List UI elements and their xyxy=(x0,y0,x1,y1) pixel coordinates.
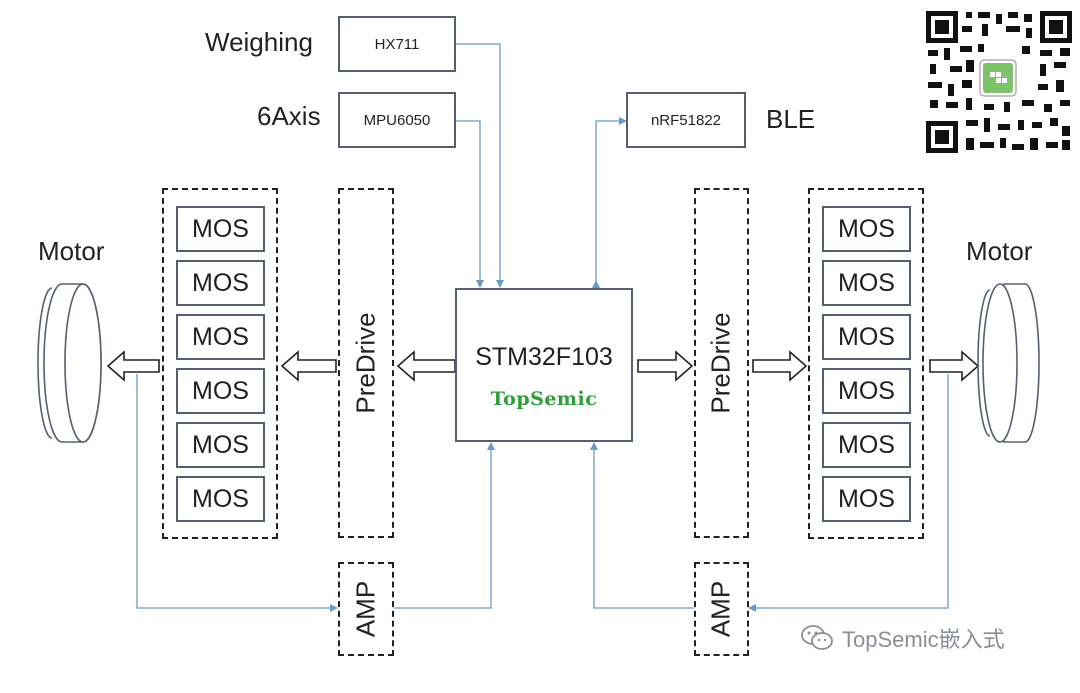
mpu6050-chip: MPU6050 xyxy=(338,92,456,148)
wire-right-amp-to-mcu xyxy=(590,442,694,609)
watermark-text: TopSemic嵌入式 xyxy=(842,627,1005,652)
mos-left-4: MOS xyxy=(176,368,265,414)
wire-mcu-nrf xyxy=(595,117,627,287)
wire-left-motor-to-amp xyxy=(136,374,338,612)
nrf51822-chip-label: nRF51822 xyxy=(650,111,722,129)
motor-right-label: Motor xyxy=(966,236,1033,266)
hollow-arrow-predrive-to-mos-right xyxy=(752,350,808,382)
wechat-icon xyxy=(801,625,833,650)
motor-right-cylinder xyxy=(977,283,1040,443)
mos-right-3-label: MOS xyxy=(838,322,895,351)
wire-hx711-to-mcu xyxy=(456,43,504,288)
mos-right-2: MOS xyxy=(822,260,911,306)
nrf51822-chip: nRF51822 xyxy=(626,92,746,148)
hollow-arrow-mos-to-motor-right xyxy=(929,350,980,382)
mos-right-5: MOS xyxy=(822,422,911,468)
mos-bank-left xyxy=(162,188,278,539)
mos-bank-right xyxy=(808,188,924,539)
hollow-arrow-mcu-to-predrive-left xyxy=(396,350,456,382)
weighing-label: Weighing xyxy=(205,27,313,57)
mos-left-1-label: MOS xyxy=(192,214,249,243)
predrive-left-block xyxy=(338,188,394,538)
mos-right-3: MOS xyxy=(822,314,911,360)
hollow-arrow-mos-to-motor-left xyxy=(106,350,160,382)
mos-left-6-label: MOS xyxy=(192,484,249,513)
mos-left-3: MOS xyxy=(176,314,265,360)
mos-right-6-label: MOS xyxy=(838,484,895,513)
mos-right-1: MOS xyxy=(822,206,911,252)
mos-right-5-label: MOS xyxy=(838,430,895,459)
mos-right-1-label: MOS xyxy=(838,214,895,243)
motor-left-cylinder xyxy=(37,283,102,443)
hx711-chip-label: HX711 xyxy=(374,35,420,53)
predrive-right-block xyxy=(694,188,749,538)
watermark: TopSemic嵌入式 xyxy=(800,622,1005,654)
predrive-right-label: PreDrive xyxy=(705,312,736,414)
hx711-chip: HX711 xyxy=(338,16,456,72)
mpu6050-chip-label: MPU6050 xyxy=(363,111,431,129)
amp-left-label: AMP xyxy=(350,580,381,638)
amp-left-block xyxy=(338,562,394,656)
mos-left-4-label: MOS xyxy=(192,376,249,405)
brand-label: TopSemic xyxy=(490,387,598,410)
wire-mpu6050-to-mcu xyxy=(456,120,484,288)
ble-label: BLE xyxy=(766,104,816,134)
qr-code xyxy=(922,8,1074,155)
amp-right-label: AMP xyxy=(705,580,736,638)
mos-left-5: MOS xyxy=(176,422,265,468)
mos-left-2-label: MOS xyxy=(192,268,249,297)
hollow-arrow-mcu-to-predrive-right xyxy=(637,350,694,382)
mos-left-1: MOS xyxy=(176,206,265,252)
mos-left-2: MOS xyxy=(176,260,265,306)
mos-right-4: MOS xyxy=(822,368,911,414)
mcu-stm32f103: STM32F103 TopSemic xyxy=(455,288,633,442)
wire-left-amp-to-mcu xyxy=(394,442,495,609)
wire-right-motor-to-amp xyxy=(748,374,949,612)
mcu-name: STM32F103 xyxy=(475,342,613,371)
mos-right-2-label: MOS xyxy=(838,268,895,297)
hollow-arrow-predrive-to-mos-left xyxy=(280,350,337,382)
mos-left-3-label: MOS xyxy=(192,322,249,351)
six-axis-label: 6Axis xyxy=(257,101,321,131)
mos-left-6: MOS xyxy=(176,476,265,522)
mos-right-4-label: MOS xyxy=(838,376,895,405)
mos-left-5-label: MOS xyxy=(192,430,249,459)
predrive-left-label: PreDrive xyxy=(350,312,381,414)
mos-right-6: MOS xyxy=(822,476,911,522)
amp-right-block xyxy=(694,562,749,656)
motor-left-label: Motor xyxy=(38,236,105,266)
